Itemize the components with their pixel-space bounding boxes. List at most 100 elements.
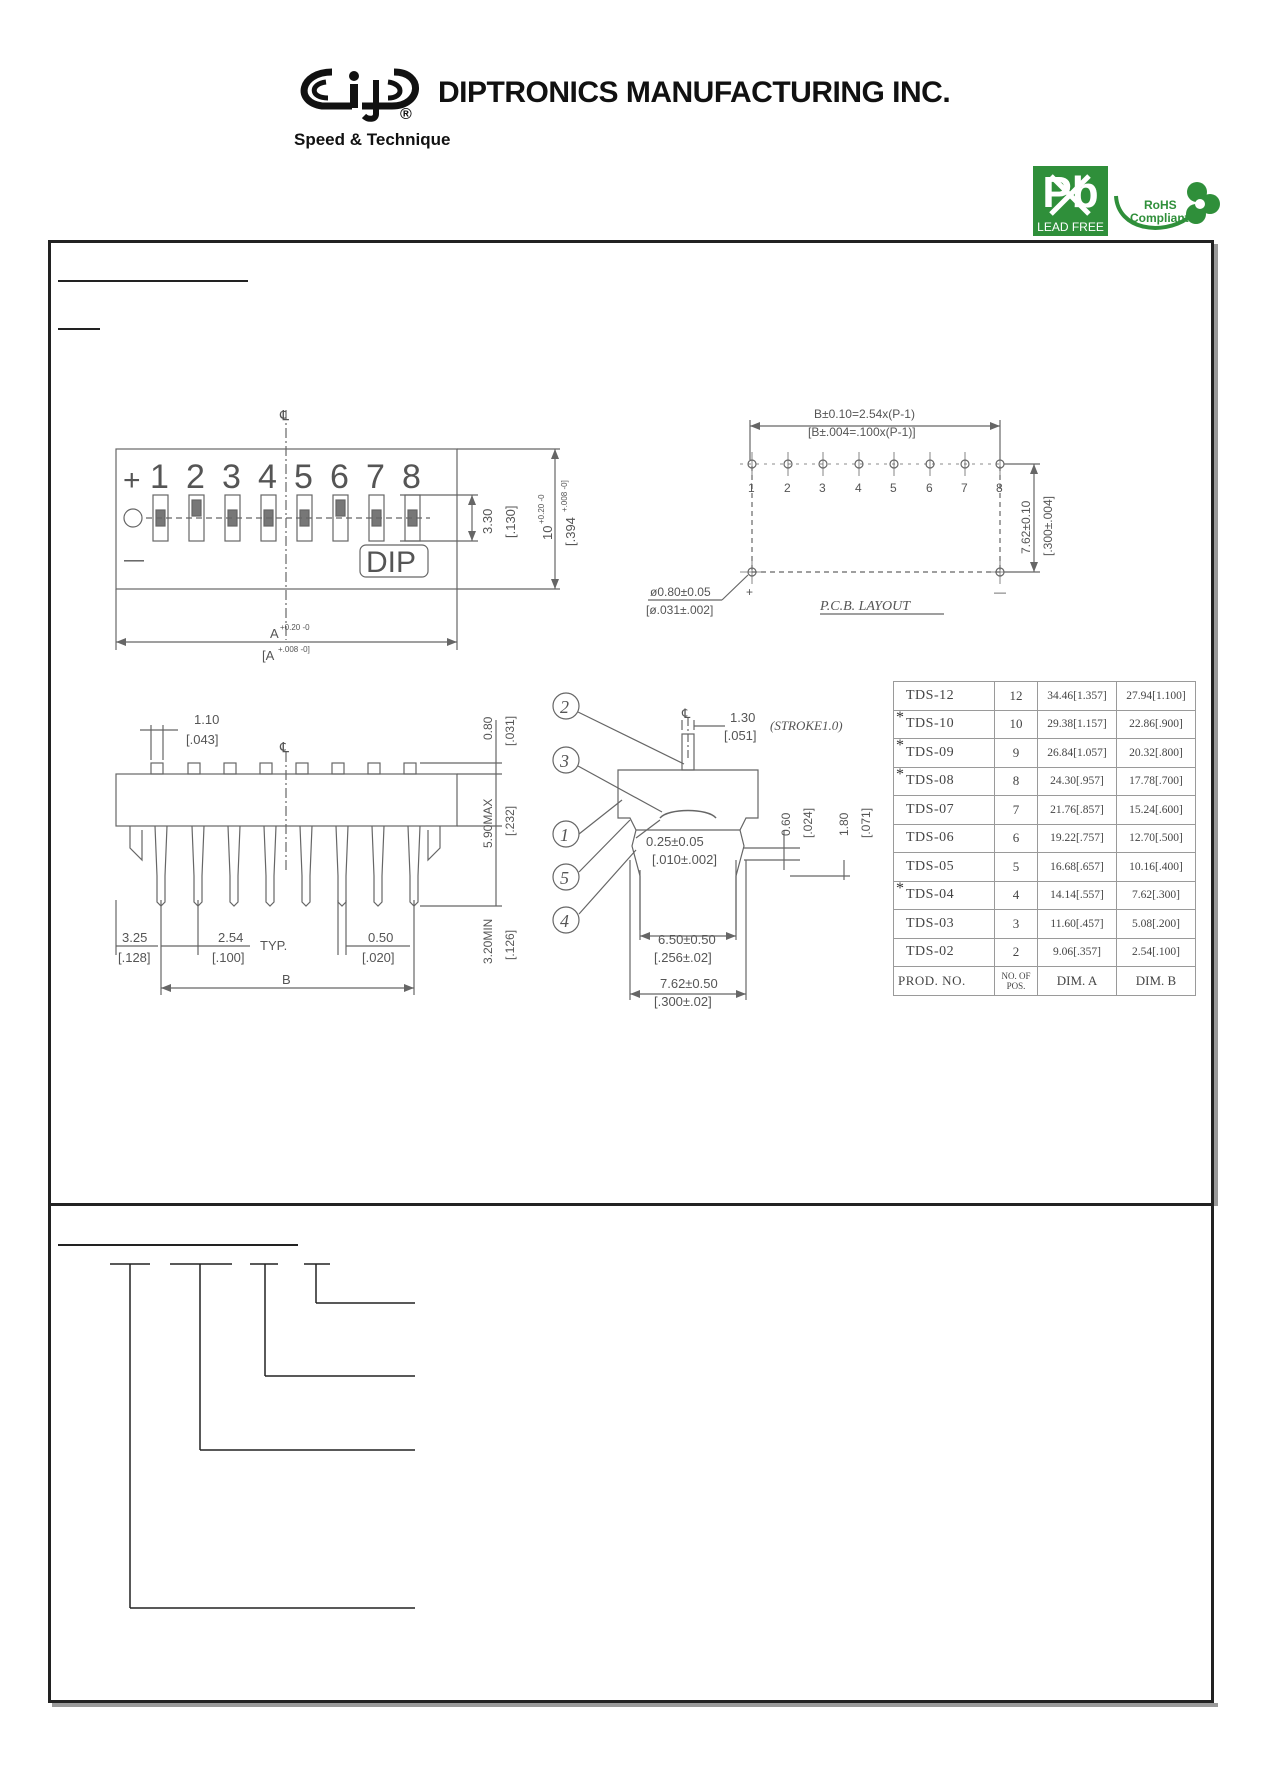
swoosh-icon xyxy=(1114,195,1190,230)
table-row: TDS-12 12 34.46[1.357] 27.94[1.100] xyxy=(893,681,1196,711)
prod-no: TDS-07 xyxy=(906,801,955,817)
callout-2: 2 xyxy=(560,697,569,717)
pos-number: 6 xyxy=(330,458,349,496)
pcb-holes xyxy=(747,459,1005,577)
prod-no: TDS-09 xyxy=(906,744,955,760)
end-dim-025: 0.25±0.05 xyxy=(646,834,704,849)
pcb-pin-number: 8 xyxy=(996,481,1003,495)
side-dim-325: 3.25 xyxy=(122,930,147,945)
dim-a-value: 29.38[1.157] xyxy=(1037,709,1117,739)
dim-a-tol: +0.20 -0 xyxy=(280,623,310,632)
dim-330: 3.30 xyxy=(480,509,495,534)
end-cl-mark: ℄ xyxy=(681,706,691,721)
pos-number: 4 xyxy=(258,458,277,496)
pos-count: 5 xyxy=(994,852,1038,882)
side-dim-050: 0.50 xyxy=(368,930,393,945)
end-dim-051: [.051] xyxy=(724,728,757,743)
frame-shadow-bottom xyxy=(52,1703,1218,1707)
side-dim-126: [.126] xyxy=(503,930,517,960)
callout-4: 4 xyxy=(560,911,569,931)
header-pos-line2: POS. xyxy=(1006,981,1026,991)
pos-number: 3 xyxy=(222,458,241,496)
registered-mark: ® xyxy=(400,106,412,123)
pcb-layout-title: P.C.B. LAYOUT xyxy=(819,599,911,614)
pcb-pin-number: 4 xyxy=(855,481,862,495)
pos-number: 1 xyxy=(150,458,169,496)
top-plus: + xyxy=(123,464,141,497)
pcb-hole: ø0.80±0.05 xyxy=(650,585,711,599)
callout-1: 1 xyxy=(560,825,569,845)
pos-number: 2 xyxy=(186,458,205,496)
rohs-line2: Compliant xyxy=(1130,211,1189,225)
dip-label-box xyxy=(359,544,429,578)
side-dim-031: [.031] xyxy=(503,716,517,746)
prod-no: TDS-04 xyxy=(906,887,955,903)
subsection-heading-line xyxy=(58,328,100,330)
company-name: DIPTRONICS MANUFACTURING INC. xyxy=(438,76,951,109)
side-dim-020: [.020] xyxy=(362,950,395,965)
dim-b-value: 10.16[.400] xyxy=(1116,852,1196,882)
table-row: TDS-05 5 16.68[.657] 10.16[.400] xyxy=(893,852,1196,882)
prod-no: TDS-03 xyxy=(906,915,955,931)
pos-number: 7 xyxy=(366,458,385,496)
end-dim-060: 0.60 xyxy=(779,812,793,836)
section-heading-line xyxy=(58,280,248,282)
ordering-heading-line xyxy=(58,1244,298,1246)
pos-count: 12 xyxy=(994,681,1038,711)
pcb-plus: + xyxy=(746,585,753,599)
side-dim-320: 3.20MIN xyxy=(481,919,495,964)
company-logo xyxy=(292,62,434,124)
table-row: TDS-03 3 11.60[.457] 5.08[.200] xyxy=(893,909,1196,939)
header-prod-no: PROD. NO. xyxy=(893,966,995,996)
prod-no: TDS-12 xyxy=(906,687,955,703)
pcb-pin-number: 1 xyxy=(748,481,755,495)
dim-b-value: 17.78[.700] xyxy=(1116,766,1196,796)
side-dim-080: 0.80 xyxy=(481,716,495,740)
side-view-pins xyxy=(150,762,417,775)
star-mark: * xyxy=(896,737,905,754)
side-typ: TYP. xyxy=(260,938,287,953)
prod-no: TDS-06 xyxy=(906,830,955,846)
dim-a-value: 9.06[.357] xyxy=(1037,937,1117,967)
end-dim-762: 7.62±0.50 xyxy=(660,976,718,991)
dim-a-in-tol: +.008 -0] xyxy=(278,645,310,654)
table-row: *TDS-04 4 14.14[.557] 7.62[.300] xyxy=(893,879,1196,910)
dim-b-value: 5.08[.200] xyxy=(1116,909,1196,939)
header-dim-b: DIM. B xyxy=(1116,966,1196,996)
ordering-frame xyxy=(48,1203,1214,1703)
dip-label: DIP xyxy=(366,546,416,579)
pcb-dim-300: [.300±.004] xyxy=(1041,496,1055,556)
pcb-minus: — xyxy=(994,585,1006,599)
dim-130: [.130] xyxy=(503,505,518,538)
on-mark-circle xyxy=(123,508,143,528)
cross-icon xyxy=(1049,174,1091,216)
table-row: TDS-06 6 19.22[.757] 12.70[.500] xyxy=(893,823,1196,853)
star-mark: * xyxy=(896,879,905,897)
dim-a: A xyxy=(270,626,279,641)
dim-b-value: 2.54[.100] xyxy=(1116,937,1196,967)
top-minus: — xyxy=(124,549,144,571)
end-dim-024: [.024] xyxy=(801,808,815,838)
side-view-body xyxy=(115,773,458,827)
callout-5: 5 xyxy=(560,868,569,888)
dim-a-value: 19.22[.757] xyxy=(1037,823,1117,853)
callout-3: 3 xyxy=(559,751,569,771)
top-cl-mark: ℄ xyxy=(279,407,289,423)
side-dim-110: 1.10 xyxy=(194,712,219,727)
lead-free-badge: Pb LEAD FREE xyxy=(1033,166,1108,236)
pcb-pin-number: 3 xyxy=(819,481,826,495)
end-dim-071: [.071] xyxy=(859,808,873,838)
rohs-badge: RoHS Compliant xyxy=(1112,180,1222,240)
dim-a-value: 21.76[.857] xyxy=(1037,795,1117,825)
pcb-dim-762: 7.62±0.10 xyxy=(1019,500,1033,554)
end-stroke: (STROKE1.0) xyxy=(770,718,843,733)
dim-a-value: 11.60[.457] xyxy=(1037,909,1117,939)
dim-a-in: [A xyxy=(262,648,275,663)
dim-10: 10 xyxy=(540,526,555,540)
pos-count: 2 xyxy=(994,937,1038,967)
end-dim-130: 1.30 xyxy=(730,710,755,725)
position-numbers: 1 2 3 4 5 6 7 8 xyxy=(150,458,421,496)
pos-number: 5 xyxy=(294,458,313,496)
